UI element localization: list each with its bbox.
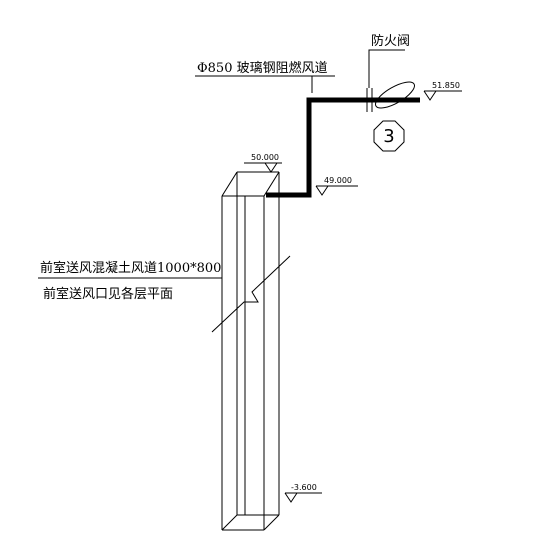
elevation-shaft-top: 50.000 [251, 153, 279, 162]
fire-damper-symbol [366, 49, 405, 112]
break-line-symbol [211, 255, 291, 333]
detail-octagon [373, 120, 405, 152]
duct-spec-label: Φ850 玻璃钢阻燃风道 [197, 60, 328, 76]
elevation-marker-shaft-bottom: -3.600 [284, 483, 322, 503]
concrete-shaft [211, 171, 291, 531]
elev-triangle [264, 162, 278, 173]
damper-label: 防火阀 [371, 33, 410, 49]
duct-spec-annotation: Φ850 玻璃钢阻燃风道 [195, 60, 335, 93]
shaft-bottom-b [263, 514, 280, 531]
elevation-top-outlet: 51.850 [432, 81, 460, 90]
detail-callout: 3 [373, 120, 405, 152]
concrete-duct-label: 前室送风混凝土风道1000*800 [40, 260, 221, 276]
concrete-duct-annotation: 前室送风混凝土风道1000*800 前室送风口见各层平面 [38, 260, 222, 302]
elev-triangle [423, 90, 437, 101]
elev-triangle [284, 492, 298, 503]
elevation-marker-shaft-top: 50.000 [244, 153, 282, 173]
shaft-top-b [263, 171, 280, 197]
elevation-shaft-bottom: -3.600 [291, 483, 317, 492]
elevation-marker-top-outlet: 51.850 [423, 81, 462, 101]
frp-duct-line [266, 97, 420, 198]
outlet-ellipse [375, 81, 415, 109]
elevation-duct-entry: 49.000 [324, 176, 352, 185]
outlet-note-label: 前室送风口见各层平面 [43, 286, 173, 302]
elevation-marker-duct-entry: 49.000 [315, 176, 358, 196]
elev-triangle [315, 185, 329, 196]
damper-leader [368, 49, 405, 88]
detail-number: 3 [383, 126, 394, 147]
shaft-bottom-a [221, 514, 238, 531]
shaft-top-a [221, 171, 238, 197]
